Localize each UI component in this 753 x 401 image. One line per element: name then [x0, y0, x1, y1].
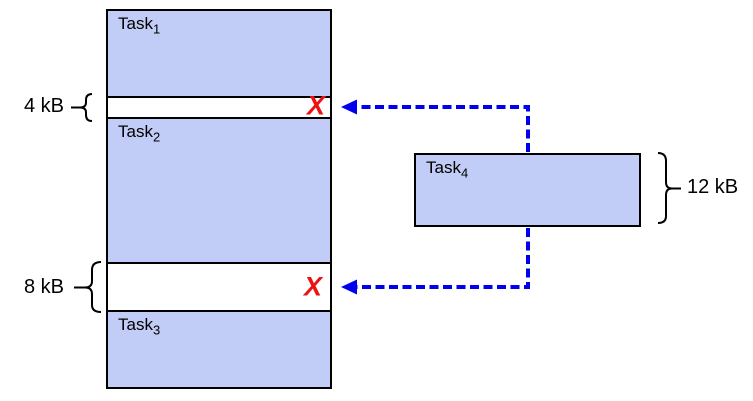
task4-size-label: 12 kB [687, 176, 739, 198]
incoming-task4-block: Task4 [414, 153, 641, 227]
task3-label: Task3 [118, 315, 161, 338]
memory-block-task3: Task3 [106, 310, 332, 389]
task2-label: Task2 [118, 122, 161, 145]
rejection-x-icon-top: X [306, 90, 326, 121]
task4-label: Task4 [426, 158, 469, 181]
memory-block-task2: Task2 [106, 117, 332, 264]
dashed-arrow-to-4kb-gap [357, 105, 530, 152]
brace-4kb [71, 93, 93, 122]
dashed-arrow-to-8kb-gap [357, 228, 530, 289]
memory-block-task1: Task1 [106, 9, 332, 98]
arrowhead-top-icon [341, 99, 357, 115]
rejection-x-icon-bottom: X [303, 271, 323, 302]
arrowhead-bottom-icon [341, 279, 357, 295]
brace-8kb [74, 261, 102, 313]
brace-12kb [657, 152, 681, 224]
gap2-size-label: 8 kB [23, 276, 64, 298]
gap1-size-label: 4 kB [23, 95, 64, 117]
task1-label: Task1 [118, 14, 161, 37]
